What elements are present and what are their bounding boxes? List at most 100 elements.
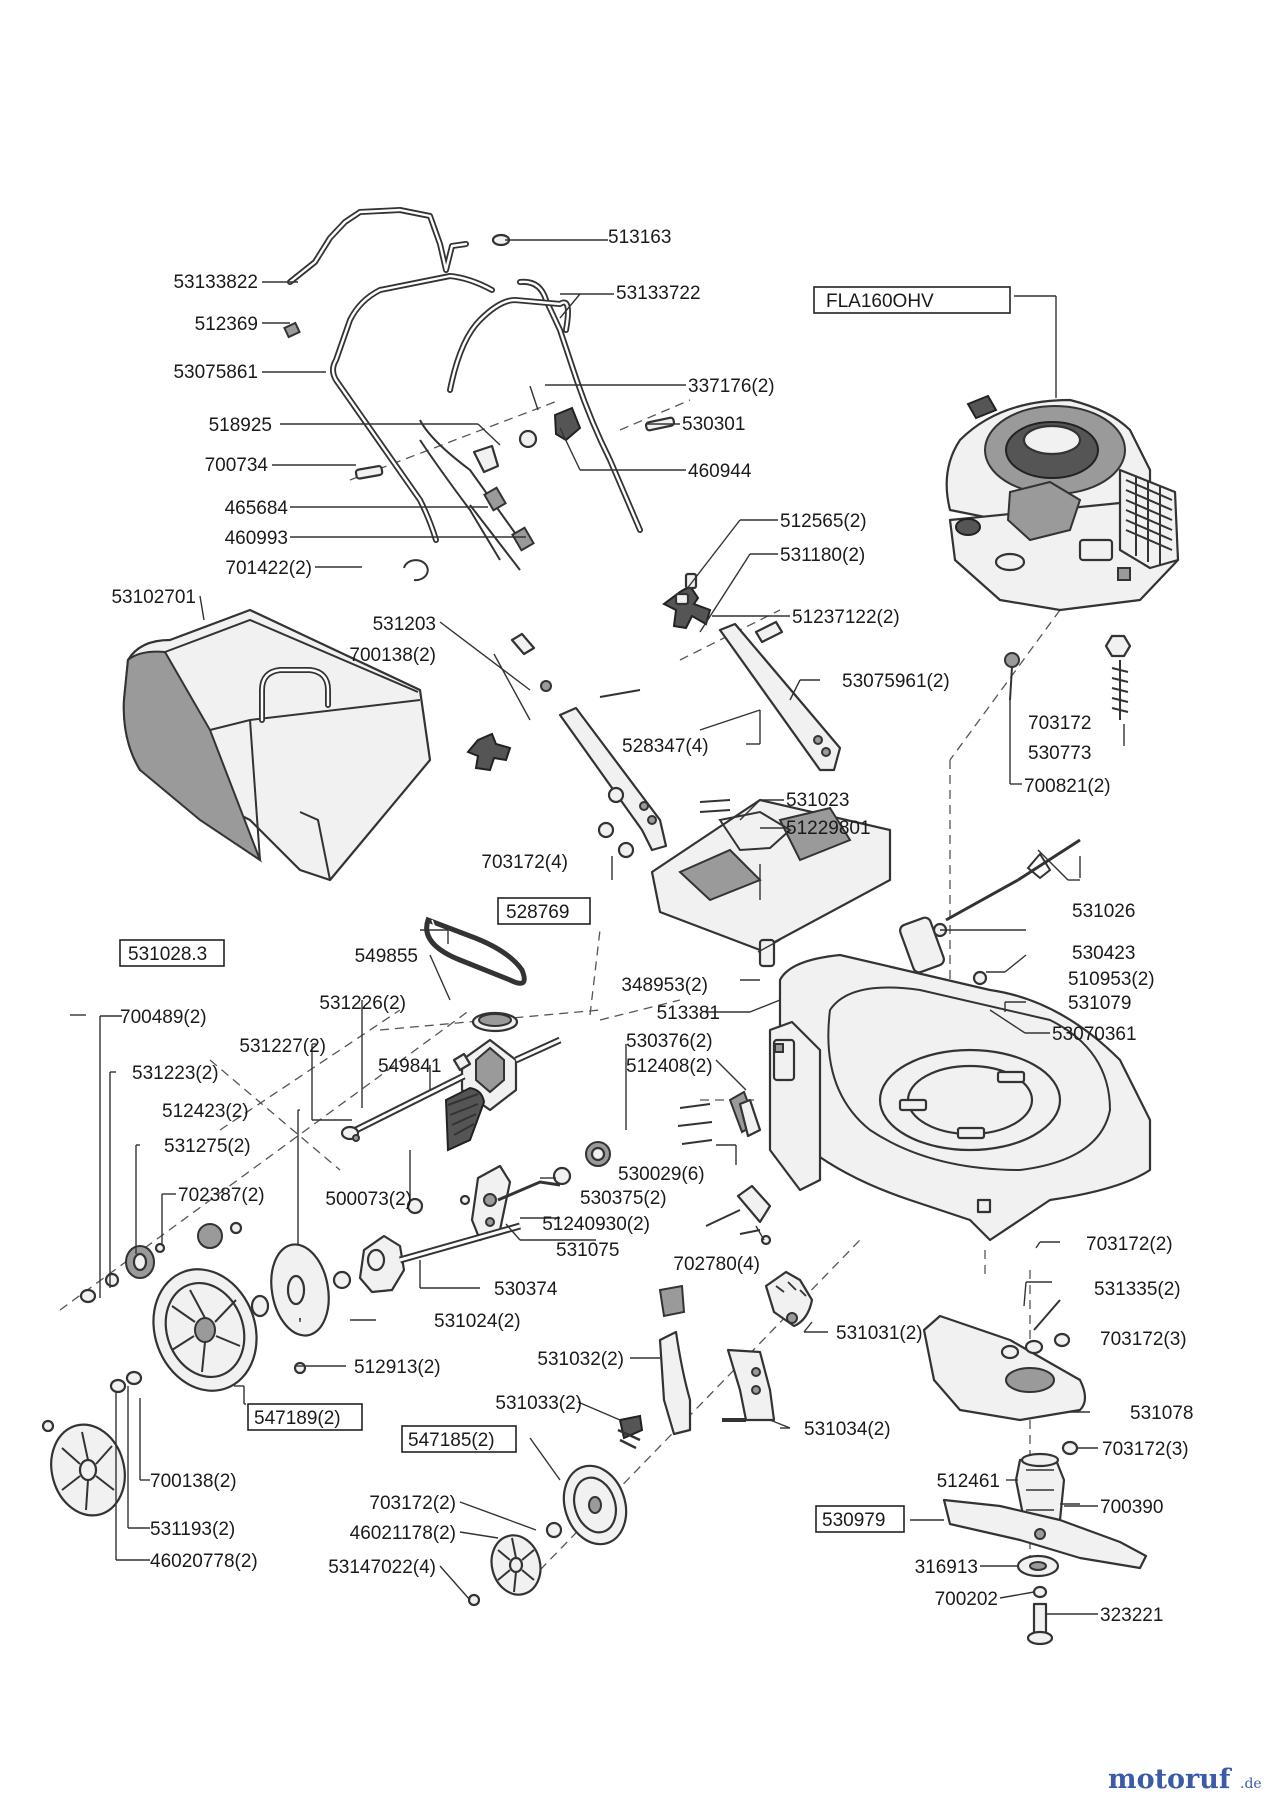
- label-531023: 531023: [786, 790, 849, 811]
- label-530374: 530374: [494, 1279, 558, 1300]
- rear-wheel-washers: [41, 1361, 563, 1607]
- label-531034: 531034(2): [804, 1419, 891, 1440]
- label-700138a: 700138(2): [349, 645, 436, 666]
- v-belt: [424, 916, 527, 986]
- label-box-530979: [815, 1505, 905, 1533]
- label-512408: 512408(2): [626, 1056, 713, 1077]
- part-labels: 513163 53133822 53133722 FLA160OHV 51236…: [111, 227, 1193, 1626]
- label-348953: 348953(2): [621, 975, 708, 996]
- label-703172a: 703172: [1028, 713, 1091, 734]
- rear-wheel: [152, 1268, 258, 1392]
- label-703172b: 703172(4): [481, 852, 568, 873]
- label-531026: 531026: [1072, 901, 1135, 922]
- logo-suffix: .de: [1240, 1776, 1262, 1792]
- label-530423: 530423: [1072, 943, 1135, 964]
- mower-deck: [768, 916, 1152, 1242]
- label-box-531028: [119, 939, 225, 967]
- label-512369: 512369: [195, 314, 258, 335]
- label-700390: 700390: [1100, 1497, 1163, 1518]
- label-46021178: 46021178(2): [350, 1523, 456, 1544]
- label-531078: 531078: [1130, 1403, 1193, 1424]
- engine-fasteners: [1004, 634, 1132, 720]
- label-530375: 530375(2): [580, 1188, 667, 1209]
- label-53070361: 53070361: [1052, 1024, 1137, 1045]
- gearbox: [340, 1011, 562, 1152]
- label-528769: 528769: [506, 902, 569, 923]
- label-702387: 702387(2): [178, 1185, 265, 1206]
- leader-lines: [70, 239, 1125, 1615]
- label-700489: 700489(2): [120, 1007, 207, 1028]
- engine-box-label: FLA160OHV: [826, 291, 934, 312]
- label-530376: 530376(2): [626, 1031, 713, 1052]
- label-465684: 465684: [225, 498, 289, 519]
- label-530773: 530773: [1028, 743, 1091, 764]
- label-518925: 518925: [209, 415, 272, 436]
- label-460944: 460944: [688, 461, 752, 482]
- engine-box-frame: [813, 286, 1011, 314]
- label-323221: 323221: [1100, 1605, 1163, 1626]
- front-hubcap: [490, 1534, 542, 1596]
- label-700734: 700734: [205, 455, 269, 476]
- engine: [945, 394, 1180, 612]
- label-46020778: 46020778(2): [150, 1551, 258, 1572]
- label-53102701: 53102701: [111, 587, 196, 608]
- motoruf-logo: motoruf .de: [1108, 1764, 1262, 1795]
- label-528347: 528347(4): [622, 736, 709, 757]
- label-530029: 530029(6): [618, 1164, 705, 1185]
- label-512461: 512461: [937, 1471, 1000, 1492]
- label-51240930: 51240930(2): [542, 1214, 650, 1235]
- label-531227: 531227(2): [239, 1036, 326, 1057]
- label-510953: 510953(2): [1068, 969, 1155, 990]
- label-703172f: 703172(2): [369, 1493, 456, 1514]
- label-531203: 531203: [373, 614, 436, 635]
- label-531180: 531180(2): [780, 545, 865, 566]
- label-53133822: 53133822: [173, 272, 258, 293]
- label-700202: 700202: [935, 1589, 998, 1610]
- label-53075961: 53075961(2): [842, 671, 950, 692]
- label-703172e: 703172(3): [1102, 1439, 1189, 1460]
- label-513163: 513163: [608, 227, 671, 248]
- label-460993: 460993: [225, 528, 288, 549]
- label-531335: 531335(2): [1094, 1279, 1181, 1300]
- label-51229801: 51229801: [786, 818, 871, 839]
- label-702780: 702780(4): [673, 1254, 760, 1275]
- label-703172d: 703172(3): [1100, 1329, 1187, 1350]
- label-337176: 337176(2): [688, 376, 775, 397]
- label-530979: 530979: [822, 1510, 885, 1531]
- label-316913: 316913: [915, 1557, 978, 1578]
- label-box-547185: [401, 1425, 517, 1453]
- label-549855: 549855: [355, 946, 418, 967]
- label-547185: 547185(2): [408, 1430, 495, 1451]
- rear-axle: [932, 838, 1081, 986]
- label-500073: 500073(2): [325, 1189, 412, 1210]
- label-512423: 512423(2): [162, 1101, 249, 1122]
- label-53075861: 53075861: [173, 362, 258, 383]
- grass-catcher: [122, 608, 432, 882]
- handle-assembly: [283, 207, 676, 582]
- label-701422: 701422(2): [225, 558, 312, 579]
- rear-hubcap: [50, 1423, 126, 1517]
- label-530301: 530301: [682, 414, 745, 435]
- logo-brand: motoruf: [1108, 1764, 1233, 1795]
- label-513381: 513381: [657, 1003, 720, 1024]
- label-box-528769: [497, 897, 591, 925]
- label-512565: 512565(2): [780, 511, 867, 532]
- drive-linkage: [358, 1141, 611, 1294]
- label-531032: 531032(2): [537, 1349, 624, 1370]
- label-700821: 700821(2): [1024, 776, 1111, 797]
- label-531223: 531223(2): [132, 1063, 219, 1084]
- label-531079: 531079: [1068, 993, 1131, 1014]
- label-549841: 549841: [378, 1056, 441, 1077]
- label-531226: 531226(2): [319, 993, 406, 1014]
- wheel-brackets: [617, 1270, 814, 1450]
- label-531275: 531275(2): [164, 1136, 251, 1157]
- label-531075: 531075: [556, 1240, 619, 1261]
- label-531031: 531031(2): [836, 1323, 923, 1344]
- label-51237122: 51237122(2): [792, 607, 900, 628]
- label-53133722: 53133722: [616, 283, 701, 304]
- cooling-fins: [1125, 476, 1173, 566]
- label-703172c: 703172(2): [1086, 1234, 1173, 1255]
- label-547189: 547189(2): [254, 1408, 341, 1429]
